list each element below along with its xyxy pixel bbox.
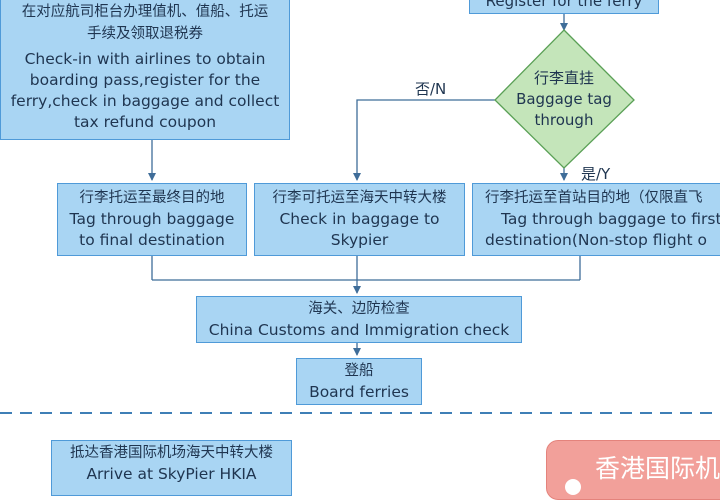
final-destination-box: 行李托运至最终目的地 Tag through baggage to final …: [57, 183, 247, 256]
decision-diamond: [494, 29, 635, 169]
arrive-skypier-box: 抵达香港国际机场海天中转大楼 Arrive at SkyPier HKIA: [51, 440, 292, 496]
customs-zh: 海关、边防检查: [308, 300, 410, 317]
register-ferry-box: Register for the ferry: [469, 0, 659, 14]
customs-en: China Customs and Immigration check: [208, 320, 510, 339]
board-ferries-box: 登船 Board ferries: [296, 358, 422, 405]
skypier-en1: Check in baggage to: [279, 210, 440, 228]
hk-banner-text: 香港国际机: [595, 454, 720, 483]
checkin-en-line4: tax refund coupon: [73, 113, 217, 131]
checkin-airlines-box: 在对应航司柜台办理值机、值船、托运手续及领取退税券 Check-in with …: [0, 0, 290, 140]
yes-label: 是/Y: [581, 165, 611, 183]
arrow-no-to-skypier: [353, 99, 495, 181]
skypier-box: 行李可托运至海天中转大楼 Check in baggage to Skypier: [254, 183, 465, 256]
final-dest-en1: Tag through baggage: [69, 210, 235, 228]
banner-circle-icon: [565, 479, 581, 495]
checkin-en-line3: ferry,check in baggage and collect: [10, 92, 280, 110]
first-stop-box: 行李托运至首站目的地（仅限直飞 Tag through baggage to f…: [472, 183, 720, 256]
first-stop-en2: destination(Non-stop flight o: [485, 231, 708, 249]
decision-en2: through: [534, 111, 594, 129]
hk-airport-banner: 香港国际机: [546, 440, 720, 500]
final-dest-en2: to final destination: [79, 231, 225, 249]
skypier-en2: Skypier: [330, 231, 389, 249]
customs-box: 海关、边防检查 China Customs and Immigration ch…: [196, 296, 522, 343]
decision-zh: 行李直挂: [533, 69, 594, 87]
arrive-zh: 抵达香港国际机场海天中转大楼: [70, 445, 273, 461]
checkin-en-line1: Check-in with airlines to obtain: [24, 50, 266, 68]
first-stop-en1: Tag through baggage to first: [501, 210, 720, 228]
decision-en1: Baggage tag: [516, 90, 612, 108]
board-zh: 登船: [344, 362, 374, 379]
checkin-en-line2: boarding pass,register for the: [29, 71, 261, 89]
arrive-en: Arrive at SkyPier HKIA: [86, 465, 257, 483]
first-stop-zh: 行李托运至首站目的地（仅限直飞: [485, 190, 703, 206]
skypier-zh: 行李可托运至海天中转大楼: [272, 190, 447, 206]
connector-lines: [0, 14, 720, 414]
decision-text: 行李直挂 Baggage tag through: [504, 68, 624, 131]
checkin-zh-text: 在对应航司柜台办理值机、值船、托运手续及领取退税券: [21, 4, 269, 42]
board-en: Board ferries: [309, 382, 409, 401]
final-dest-zh: 行李托运至最终目的地: [79, 190, 225, 206]
register-ferry-text: Register for the ferry: [485, 0, 643, 10]
no-label: 否/N: [415, 80, 447, 98]
